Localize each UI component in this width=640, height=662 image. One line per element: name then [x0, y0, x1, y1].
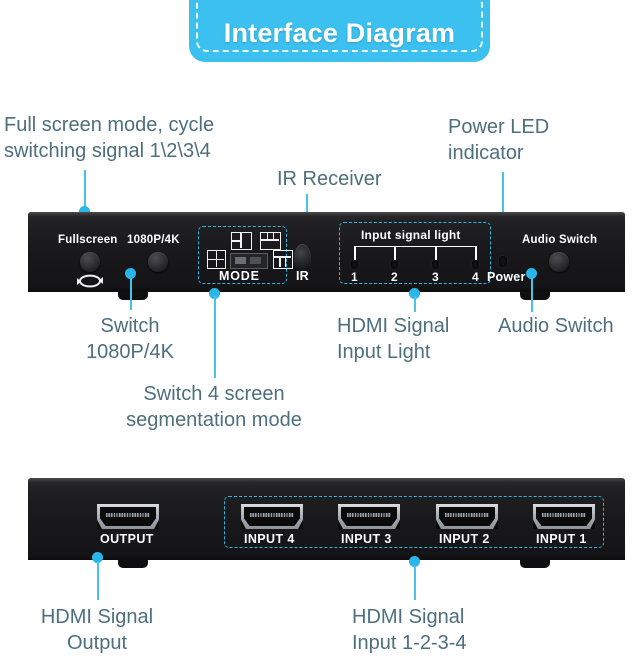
annotation-switch-resolution-line1: Switch [100, 315, 160, 337]
annotation-fullscreen-mode-line1: Full screen mode, cycle [4, 114, 215, 136]
annotation-hdmi-inputs-line1: HDMI Signal [352, 606, 465, 628]
page-title: Interface Diagram [223, 18, 456, 48]
quad-split-icon [207, 250, 226, 269]
hdmi-input-4-label: INPUT 4 [244, 532, 295, 546]
front-panel-foot-left [118, 292, 148, 300]
front-label-audio-switch: Audio Switch [522, 234, 598, 246]
ir-sensor-icon [294, 244, 311, 271]
annotation-hdmi-output-line1: HDMI Signal [40, 606, 154, 628]
front-panel-foot-right [520, 292, 550, 300]
input-led-2 [391, 260, 398, 269]
rear-panel-foot-left [118, 560, 148, 568]
leader-line-audio-switch [531, 278, 533, 312]
power-led-icon [499, 256, 507, 267]
resolution-switch-button[interactable] [148, 252, 168, 272]
audio-switch-button[interactable] [549, 252, 569, 272]
banner-dashed-border [196, 0, 483, 52]
hdmi-input-4-port[interactable] [241, 504, 303, 529]
triple-split-icon [273, 250, 293, 269]
ir-label: IR [296, 269, 309, 283]
input-led-label-2: 2 [391, 270, 398, 284]
input-led-3 [432, 260, 439, 269]
rear-panel-device: OUTPUT INPUT 4 INPUT 3 INPUT 2 INPUT 1 [28, 478, 625, 560]
annotation-hdmi-inputs: HDMI Signal Input 1-2-3-4 [352, 604, 467, 656]
leader-dot-fullscreen [79, 206, 90, 217]
hdmi-input-3-port[interactable] [338, 504, 400, 529]
annotation-segmentation-mode-line2: segmentation mode [126, 409, 302, 431]
leader-line-hdmi-inputs [414, 566, 416, 600]
input-led-label-1: 1 [351, 270, 358, 284]
hdmi-output-label: OUTPUT [100, 532, 154, 546]
left-split-icon [231, 232, 252, 250]
leader-line-fullscreen [84, 170, 86, 212]
leader-dot-hdmi-inputs [409, 556, 420, 567]
annotation-segmentation-mode: Switch 4 screen segmentation mode [114, 381, 314, 433]
rear-panel-bottom-edge [28, 556, 625, 560]
annotation-power-led: Power LED indicator [448, 114, 549, 166]
annotation-ir-receiver: IR Receiver [277, 168, 382, 190]
pip-screen-icon [230, 253, 268, 269]
input-led-1 [351, 260, 358, 269]
annotation-audio-switch: Audio Switch [498, 315, 614, 337]
input-signal-light-title: Input signal light [361, 228, 461, 242]
front-label-fullscreen: Fullscreen [58, 234, 118, 246]
annotation-hdmi-input-light: HDMI Signal Input Light [337, 313, 449, 365]
leader-dot-mode [209, 288, 220, 299]
annotation-switch-resolution-line2: 1080P/4K [86, 341, 174, 363]
annotation-segmentation-mode-line1: Switch 4 screen [143, 383, 285, 405]
input-signal-bracket [354, 246, 476, 247]
input-signal-bracket-tick-1 [354, 246, 356, 261]
hdmi-input-2-label: INPUT 2 [439, 532, 490, 546]
rear-panel-top-edge [28, 478, 625, 483]
hdmi-input-1-port[interactable] [533, 504, 595, 529]
leader-line-hdmi-output [97, 562, 99, 600]
header-banner: Interface Diagram [189, 0, 490, 62]
annotation-hdmi-input-light-line2: Input Light [337, 341, 431, 363]
annotation-switch-resolution: Switch 1080P/4K [60, 313, 200, 365]
top-split-icon [260, 232, 281, 250]
front-panel-bottom-edge [28, 288, 625, 292]
input-signal-bracket-tick-2 [394, 246, 396, 261]
front-panel-device: Fullscreen 1080P/4K [28, 212, 625, 292]
leader-dot-audio-switch [526, 268, 537, 279]
annotation-hdmi-inputs-line2: Input 1-2-3-4 [352, 632, 467, 654]
mode-highlight-box [198, 226, 287, 284]
leader-line-power-led [502, 172, 504, 242]
annotation-hdmi-output: HDMI Signal Output [12, 604, 182, 656]
input-signal-bracket-tick-3 [435, 246, 437, 261]
leader-line-resolution [130, 278, 132, 310]
power-label: Power [487, 270, 526, 284]
fullscreen-button[interactable] [80, 252, 100, 272]
cycle-arrows-icon [77, 274, 103, 288]
input-signal-light-highlight-box [339, 222, 491, 284]
hdmi-input-3-label: INPUT 3 [341, 532, 392, 546]
hdmi-output-port[interactable] [97, 504, 159, 529]
input-led-4 [472, 260, 479, 269]
annotation-power-led-line2: indicator [448, 142, 524, 164]
front-panel-top-edge [28, 212, 625, 217]
mode-label: MODE [219, 269, 260, 283]
leader-dot-input-light [409, 288, 420, 299]
hdmi-input-1-label: INPUT 1 [536, 532, 587, 546]
annotation-power-led-line1: Power LED [448, 116, 550, 138]
annotation-hdmi-input-light-line1: HDMI Signal [337, 315, 450, 337]
rear-panel-foot-right [520, 560, 550, 568]
annotation-fullscreen-mode-line2: switching signal 1\2\3\4 [4, 140, 211, 162]
input-led-label-3: 3 [432, 270, 439, 284]
annotation-hdmi-output-line2: Output [66, 632, 128, 654]
leader-line-mode [214, 296, 216, 378]
input-led-label-4: 4 [472, 270, 479, 284]
input-signal-bracket-tick-4 [475, 246, 477, 261]
leader-line-input-light [414, 296, 416, 312]
leader-dot-hdmi-output [92, 552, 103, 563]
annotation-fullscreen-mode: Full screen mode, cycle switching signal… [4, 112, 214, 164]
front-label-1080p-4k: 1080P/4K [127, 234, 180, 246]
hdmi-input-2-port[interactable] [436, 504, 498, 529]
hdmi-inputs-highlight-box [224, 496, 604, 548]
leader-dot-resolution [125, 268, 136, 279]
